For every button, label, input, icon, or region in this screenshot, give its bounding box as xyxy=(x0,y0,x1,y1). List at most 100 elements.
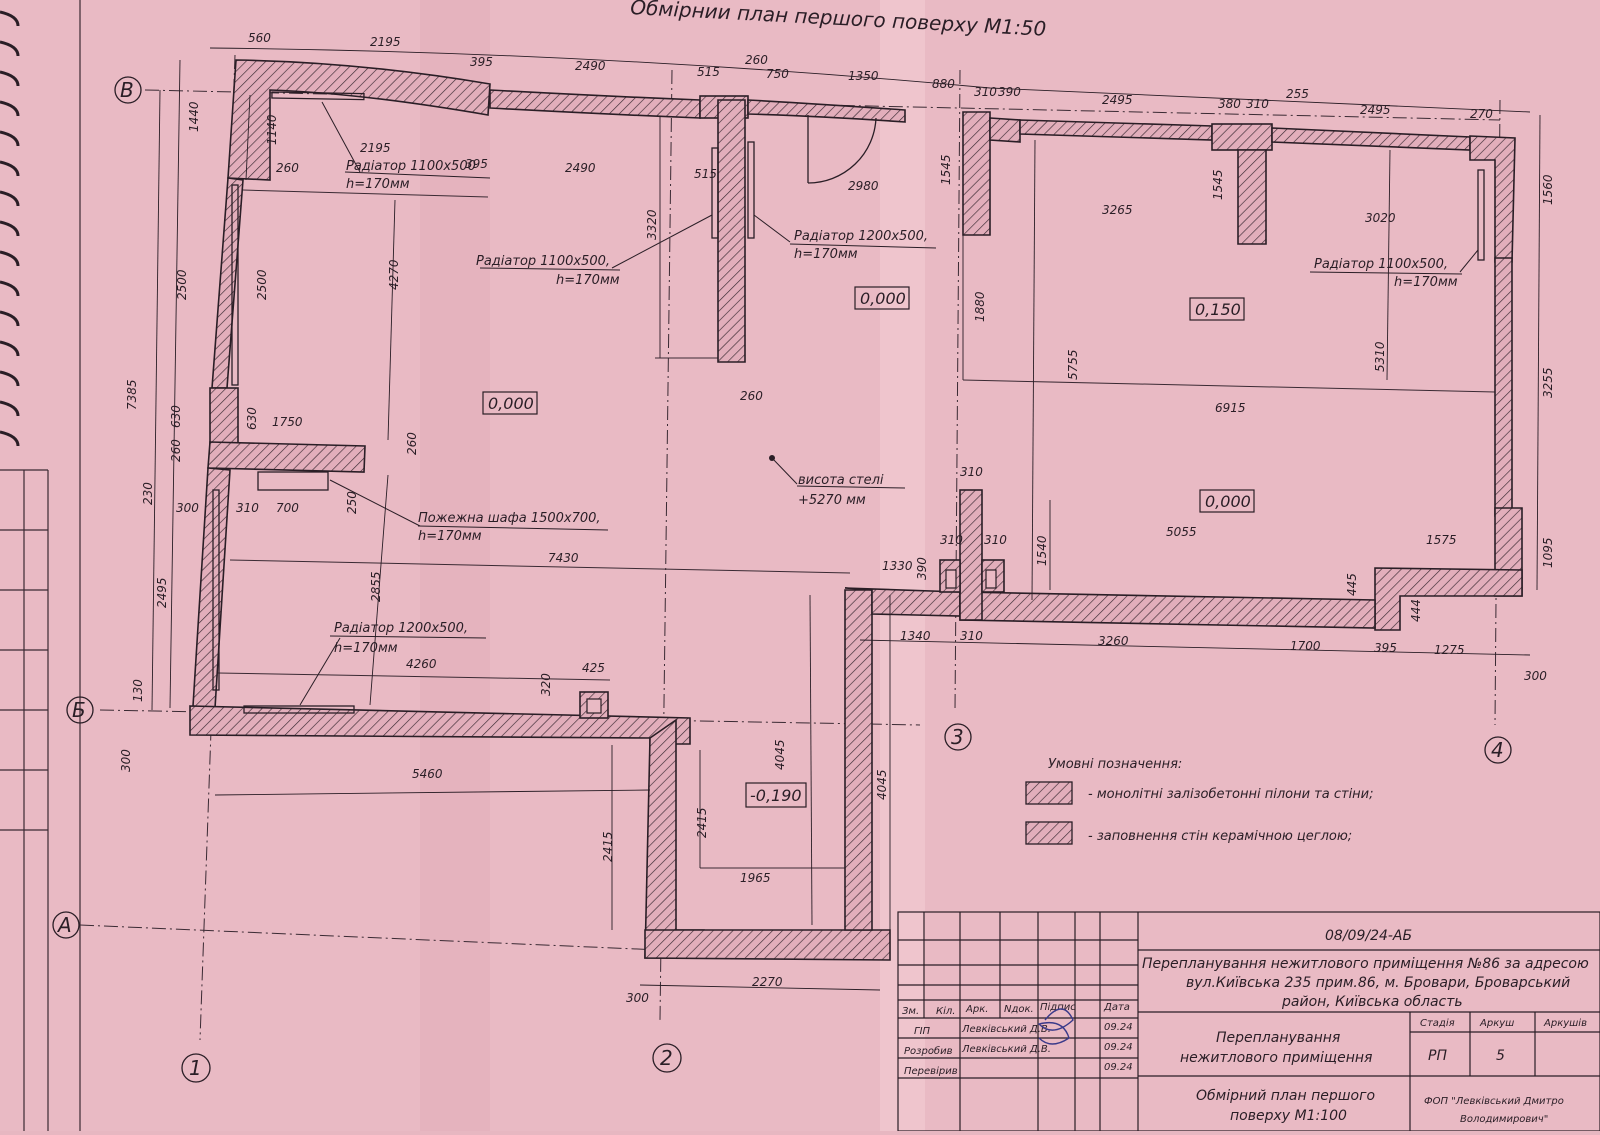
axis-label-4: 4 xyxy=(1491,738,1504,762)
dim: 2415 xyxy=(601,831,615,862)
note-text: Радіатор 1200х500, xyxy=(794,229,928,244)
dim: 2195 xyxy=(370,35,401,49)
dim: 320 xyxy=(539,673,553,696)
dimension-lines xyxy=(151,47,1541,991)
dim: 310 xyxy=(236,501,259,515)
dim: 1545 xyxy=(939,154,953,185)
axis-label-v: В xyxy=(120,78,134,102)
tb-project: нежитлового приміщення xyxy=(1180,1050,1372,1066)
dim: 2980 xyxy=(848,179,879,193)
tb-date: 09.24 xyxy=(1104,1062,1133,1073)
dim: 7385 xyxy=(125,379,139,410)
dim: 260 xyxy=(405,432,419,455)
dim: 2415 xyxy=(695,807,709,838)
tb-code: 08/09/24-АБ xyxy=(1325,928,1412,944)
dim: 2490 xyxy=(575,59,606,73)
dimension-texts: 560 2195 395 2490 515 260 750 1350 880 3… xyxy=(119,31,1555,1005)
title-block xyxy=(897,911,1600,1132)
dim: 310 xyxy=(960,465,983,479)
note-text: Радіатор 1200х500, xyxy=(334,621,468,636)
signature-mark xyxy=(1037,1008,1074,1045)
axis-label-b: Б xyxy=(72,698,86,722)
dim: 4270 xyxy=(387,259,401,290)
tb-header: Зм. xyxy=(902,1006,919,1017)
dim: 3020 xyxy=(1365,211,1396,225)
dim: 515 xyxy=(694,167,717,181)
dim: 630 xyxy=(245,407,259,430)
tb-header: Арк. xyxy=(965,1004,988,1015)
dim: 310 xyxy=(1246,97,1269,111)
tb-header: Підпис xyxy=(1040,1001,1076,1013)
dim: 300 xyxy=(626,991,649,1005)
dim: 1540 xyxy=(1035,535,1049,566)
dim: 300 xyxy=(119,749,133,772)
dim: 2490 xyxy=(565,161,596,175)
dim: 260 xyxy=(169,439,183,462)
dim: 7430 xyxy=(548,551,579,565)
note-text: h=170мм xyxy=(346,177,410,192)
dim: 380 xyxy=(1218,97,1241,111)
binder-strip xyxy=(0,10,20,447)
tb-header: Кіл. xyxy=(936,1005,955,1017)
note-text: Радіатор 1100х500, xyxy=(476,254,610,269)
dim: 1965 xyxy=(740,871,771,885)
dim: 4045 xyxy=(773,739,787,770)
note-text: висота стелі xyxy=(798,473,884,488)
dim: 1575 xyxy=(1426,533,1457,547)
dim: 300 xyxy=(1524,669,1547,683)
radiators xyxy=(212,91,1485,714)
tb-header: Аркуш xyxy=(1479,1018,1514,1029)
dim: 2495 xyxy=(1360,103,1391,117)
dim: 2195 xyxy=(360,141,391,155)
dim: 3265 xyxy=(1102,203,1133,217)
dim: 2495 xyxy=(155,577,169,608)
leader-lines xyxy=(299,101,1479,706)
tb-stage: РП xyxy=(1428,1048,1447,1064)
dim: 560 xyxy=(248,31,271,45)
dim: 5055 xyxy=(1166,525,1197,539)
dim: 300 xyxy=(176,501,199,515)
axis-markers xyxy=(52,76,1512,1083)
dim: 444 xyxy=(1409,599,1423,622)
dim: 395 xyxy=(1374,641,1397,655)
note-text: h=170мм xyxy=(794,247,858,262)
dim: 445 xyxy=(1345,573,1359,596)
tb-date: 09.24 xyxy=(1104,1022,1133,1033)
door-swing xyxy=(807,115,877,184)
axis-label-1: 1 xyxy=(189,1056,202,1080)
dim: 2495 xyxy=(1102,93,1133,107)
dim: 2270 xyxy=(752,975,783,989)
dim: 4260 xyxy=(406,657,437,671)
dim: 395 xyxy=(470,55,493,69)
dim: 2855 xyxy=(369,571,383,602)
legend-item: - заповнення стін керамічною цеглою; xyxy=(1088,829,1352,844)
dim: 2500 xyxy=(255,269,269,300)
tb-address: вул.Київська 235 прим.86, м. Бровари, Бр… xyxy=(1186,975,1570,991)
dim: 1880 xyxy=(973,291,987,322)
dim: 700 xyxy=(276,501,299,515)
level-mark: 0,000 xyxy=(1205,492,1251,511)
dim: 1095 xyxy=(1541,537,1555,568)
tb-name: Левківський Д.В. xyxy=(961,1023,1051,1035)
level-mark: 0,150 xyxy=(1195,300,1241,319)
dim: 880 xyxy=(932,77,955,91)
tb-project: Перепланування xyxy=(1216,1030,1340,1046)
dim: 6915 xyxy=(1215,401,1246,415)
tb-sheet-title: поверху М1:100 xyxy=(1230,1108,1347,1124)
dim: 1560 xyxy=(1541,174,1555,205)
dim: 3260 xyxy=(1098,634,1129,648)
axis-label-2: 2 xyxy=(660,1046,673,1070)
dim: 3320 xyxy=(645,209,659,240)
tb-address: Перепланування нежитлового приміщення №8… xyxy=(1142,956,1589,972)
dim: 5755 xyxy=(1066,349,1080,380)
dim: 2500 xyxy=(175,269,189,300)
level-mark: -0,190 xyxy=(750,786,802,805)
dim: 255 xyxy=(1286,87,1309,101)
wall-holes xyxy=(586,569,997,714)
legend-swatch-brick xyxy=(1025,821,1073,845)
note-text: Пожежна шафа 1500х700, xyxy=(418,511,601,526)
legend-swatch-concrete xyxy=(1025,781,1073,805)
dim: 425 xyxy=(582,661,605,675)
note-text: Радіатор 1100х500, xyxy=(1314,257,1448,272)
